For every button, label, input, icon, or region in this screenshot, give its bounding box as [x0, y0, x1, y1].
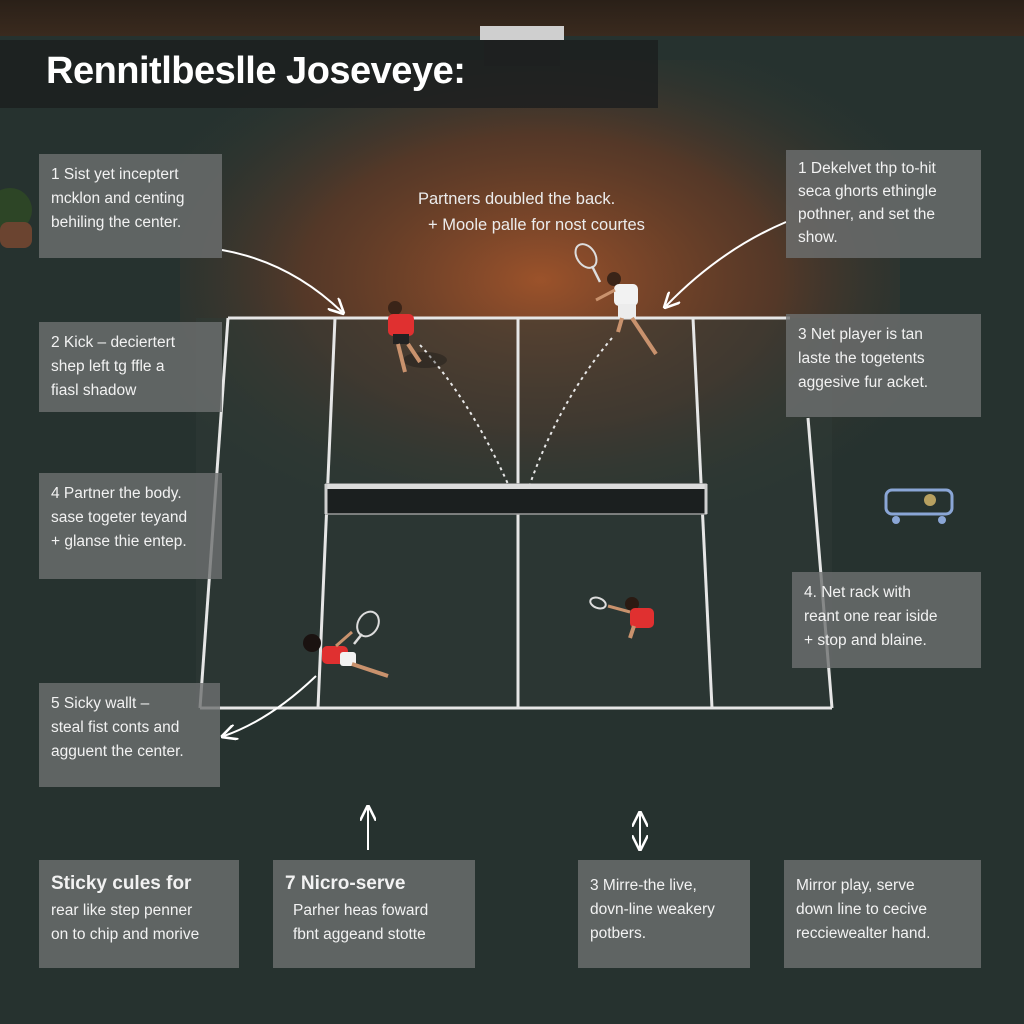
player-bottom-left — [303, 630, 389, 678]
player-top-right — [595, 272, 658, 356]
fence-top-cap — [480, 26, 564, 40]
bottom-card-3: 3 Mirre-the live, dovn-line weakery potb… — [578, 860, 750, 968]
callout-mid-right-1: 3 Net player is tan laste the togetents … — [786, 314, 981, 417]
callout-line: 5 Sicky wallt – — [51, 695, 150, 712]
callout-line: 3 Net player is tan — [798, 326, 923, 343]
card-line: rear like step penner — [51, 902, 193, 919]
racket-icon — [589, 596, 607, 610]
callout-line: + stop and blaine. — [804, 632, 927, 649]
page-title: Rennitlbeslle Joseveye: — [46, 50, 466, 92]
center-note-line: Partners doubled the back. — [418, 190, 616, 208]
callout-line: aggesive fur acket. — [798, 374, 929, 391]
arrow-icon — [221, 249, 342, 312]
bottom-card-4: Mirror play, serve down line to cecive r… — [784, 860, 981, 968]
ball-path-left — [419, 344, 509, 485]
callout-line: shep left tg ffle a — [51, 358, 165, 375]
racket-icon — [353, 610, 380, 645]
callout-line: show. — [798, 229, 838, 246]
callout-line: + glanse thie entep. — [51, 533, 187, 550]
bottom-card-1: Sticky cules for rear like step penner o… — [39, 860, 239, 968]
card-line: down line to cecive — [796, 901, 927, 918]
card-line: dovn-line weakery — [590, 901, 715, 918]
callout-low-left: 5 Sicky wallt – steal fist conts and agg… — [39, 683, 220, 787]
arrow-icon — [666, 221, 787, 306]
card-title: Sticky cules for — [51, 873, 192, 894]
racket-icon — [574, 243, 602, 283]
card-line: recciewealter hand. — [796, 925, 931, 942]
callout-line: behiling the center. — [51, 214, 182, 231]
callout-line: agguent the center. — [51, 743, 184, 760]
arrow-icon — [224, 675, 317, 736]
ball-cart-icon — [884, 488, 954, 524]
callout-line: 1 Sist yet inceptert — [51, 166, 179, 183]
callout-line: 4. Net rack with — [804, 584, 911, 601]
callout-line: 2 Kick – deciertert — [51, 334, 176, 351]
callout-line: steal fist conts and — [51, 719, 180, 736]
net — [324, 483, 708, 515]
callout-line: reant one rear iside — [804, 608, 938, 625]
bush — [0, 188, 32, 248]
callout-mid-left-2: 4 Partner the body. sase togeter teyand … — [39, 473, 222, 579]
card-line: Mirror play, serve — [796, 877, 915, 894]
callout-mid-left-1: 2 Kick – deciertert shep left tg ffle a … — [39, 322, 222, 412]
callout-line: 1 Dekelvet thp to-hit — [798, 160, 936, 177]
card-line: on to chip and morive — [51, 926, 200, 943]
center-note: Partners doubled the back. + Moole palle… — [418, 186, 645, 238]
bottom-card-2: 7 Nicro-serve Parher heas foward fbnt ag… — [273, 860, 475, 968]
card-line: fbnt aggeand stotte — [293, 926, 426, 943]
callout-line: seca ghorts ethingle — [798, 183, 937, 200]
callout-line: fiasl shadow — [51, 382, 137, 399]
player-bottom-right — [607, 597, 654, 639]
title-bar — [0, 40, 658, 108]
card-title: 7 Nicro-serve — [285, 873, 406, 894]
callout-line: sase togeter teyand — [51, 509, 188, 526]
card-line: 3 Mirre-the live, — [590, 877, 697, 894]
callout-top-right: 1 Dekelvet thp to-hit seca ghorts ething… — [786, 150, 981, 258]
card-line: Parher heas foward — [293, 902, 429, 919]
player-top-left — [388, 301, 447, 373]
callout-line: laste the togetents — [798, 350, 925, 367]
center-note-line: + Moole palle for nost courtes — [428, 216, 645, 234]
callout-mid-right-2: 4. Net rack with reant one rear iside + … — [792, 572, 981, 668]
ball-path-right — [529, 337, 613, 485]
callout-line: 4 Partner the body. — [51, 485, 182, 502]
callout-line: mcklon and centing — [51, 190, 185, 207]
callout-line: pothner, and set the — [798, 206, 936, 223]
callout-top-left: 1 Sist yet inceptert mcklon and centing … — [39, 154, 222, 258]
card-line: potbers. — [590, 925, 647, 942]
